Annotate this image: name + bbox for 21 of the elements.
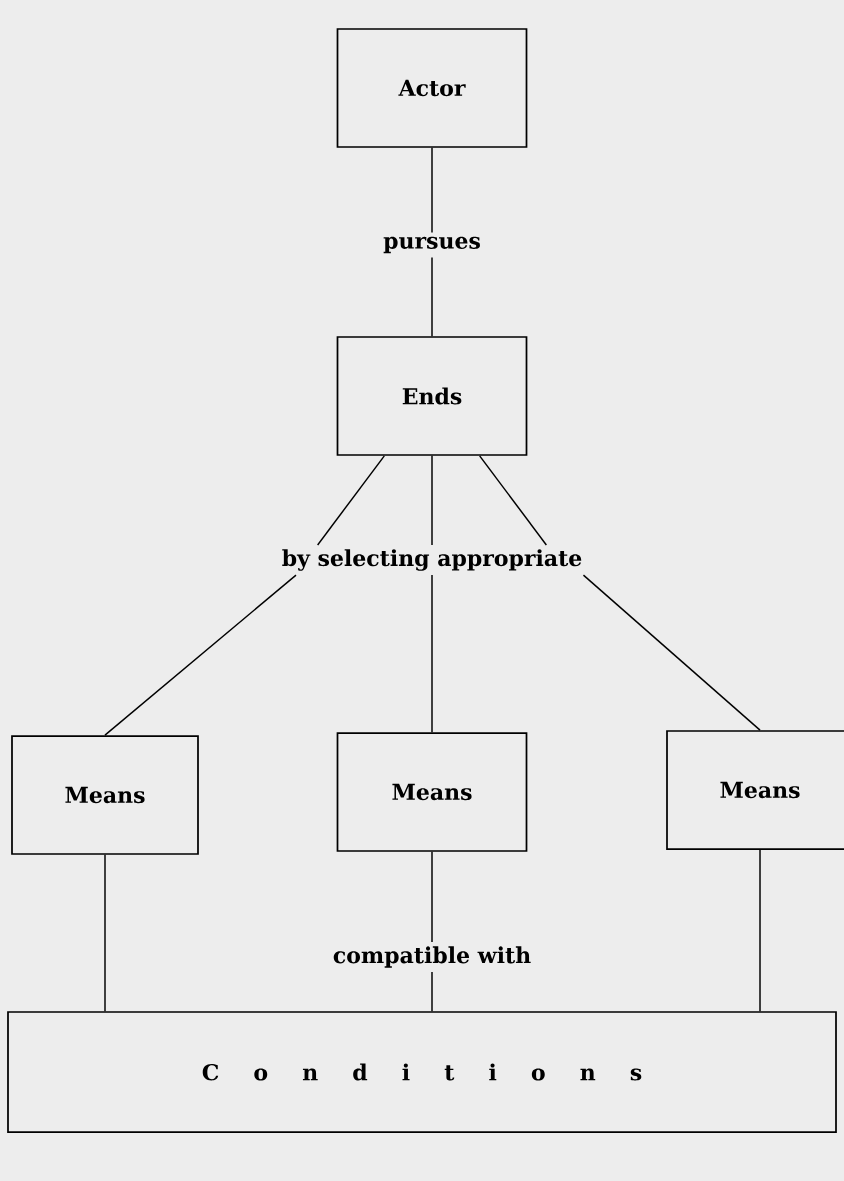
concept-box: Ends xyxy=(336,336,528,456)
connector-line xyxy=(431,455,433,546)
connector-line xyxy=(431,147,433,234)
connector-line xyxy=(431,971,433,1012)
connector-text: pursues xyxy=(383,236,480,254)
connector-text: by selecting appropriate xyxy=(282,549,582,571)
connector-line xyxy=(759,849,761,1012)
connector-line xyxy=(104,574,297,736)
connector-line xyxy=(431,574,433,733)
connector-text: compatible with xyxy=(333,946,531,968)
connector-line xyxy=(478,455,548,546)
connector-line xyxy=(582,574,761,731)
connector-line xyxy=(104,854,106,1012)
concept-box: Means xyxy=(666,730,844,850)
concept-box: Means xyxy=(11,735,199,855)
connector-line xyxy=(316,455,386,546)
connector-line xyxy=(431,851,433,943)
conditions-box: C o n d i t i o n s xyxy=(7,1011,837,1133)
connector-line xyxy=(431,256,433,337)
concept-box: Means xyxy=(336,732,528,852)
concept-box: Actor xyxy=(336,28,528,148)
